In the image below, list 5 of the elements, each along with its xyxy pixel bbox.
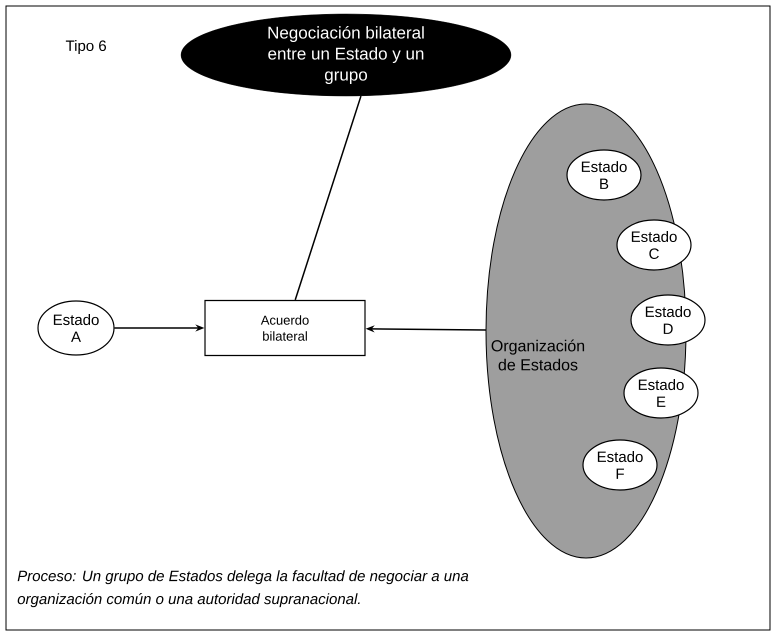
agreement-box: Acuerdo bilateral <box>204 300 366 356</box>
caption: Proceso: Un grupo de Estados delega la facultad de negociar a una organización común o una autoridad supranacional. <box>18 570 468 608</box>
connector-line <box>294 96 362 300</box>
ellipse-node: Negociación bilateral entre un Estado y un grupo <box>180 14 512 96</box>
type-label: Tipo 6 <box>66 40 106 54</box>
